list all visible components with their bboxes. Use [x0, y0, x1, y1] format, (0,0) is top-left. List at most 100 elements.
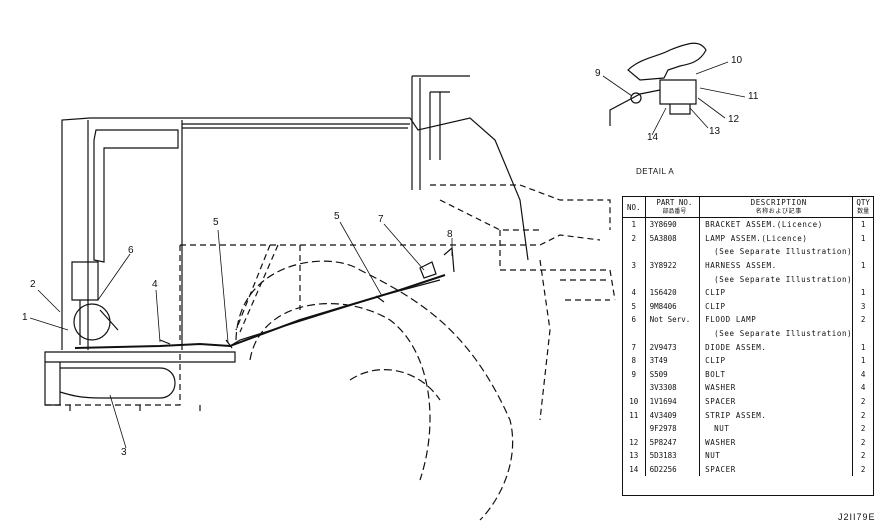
detail-callout-9: 9	[595, 68, 601, 79]
header-part-no-jp: 部品番号	[662, 208, 687, 215]
row-no: 6	[623, 313, 646, 327]
detail-callout-14: 14	[647, 132, 659, 143]
callout-2: 2	[30, 279, 36, 290]
row-part-no	[645, 272, 701, 286]
row-no	[623, 381, 646, 395]
callout-4: 4	[152, 279, 158, 290]
row-part-no: 9F2978	[645, 421, 701, 436]
callout-3: 3	[121, 447, 127, 458]
row-part-no: 3T49	[645, 353, 701, 368]
diode-assem	[419, 246, 455, 279]
row-part-no: 9M8406	[645, 299, 701, 314]
row-qty: 2	[860, 451, 866, 461]
row-description: CLIP	[699, 299, 854, 314]
row-qty: 1	[860, 288, 866, 298]
detail-a-title: DETAIL A	[636, 167, 675, 176]
row-qty: 2	[860, 424, 866, 434]
row-description: NUT	[699, 449, 854, 463]
row-description: SPACER	[699, 462, 854, 477]
cab-front-panel	[87, 120, 183, 350]
row-description: HARNESS ASSEM.	[699, 258, 854, 273]
row-qty: 1	[860, 356, 866, 366]
callout-5a: 5	[213, 217, 219, 228]
row-qty: 2	[860, 464, 866, 474]
row-description: DIODE ASSEM.	[699, 340, 854, 354]
detail-callout-13: 13	[709, 126, 721, 137]
detail-leaders	[602, 61, 746, 136]
header-no: NO.	[623, 197, 646, 218]
row-no: 4	[623, 285, 646, 300]
row-description: WASHER	[699, 381, 854, 395]
roof-pillar	[411, 75, 470, 190]
row-no	[623, 421, 646, 436]
row-no	[623, 326, 646, 341]
row-no: 7	[623, 340, 646, 354]
callout-8: 8	[447, 229, 453, 240]
cab-window	[93, 129, 179, 263]
callout-1: 1	[22, 312, 28, 323]
detail-lamp-mount	[609, 79, 697, 126]
table-row: (See Separate Illustration)	[623, 326, 873, 341]
row-description: CLIP	[699, 285, 854, 300]
figure-number: J2II79E	[838, 512, 876, 522]
row-part-no: 5A3808	[645, 231, 701, 246]
row-qty: 3	[860, 301, 866, 311]
row-no: 9	[623, 367, 646, 382]
row-no: 3	[623, 258, 646, 273]
row-qty: 1	[860, 220, 866, 230]
row-part-no	[645, 245, 701, 259]
row-description: BRACKET ASSEM.(Licence)	[699, 217, 854, 232]
wire-harness-2	[229, 279, 441, 347]
header-description-en: DESCRIPTION	[750, 198, 807, 207]
row-description: (See Separate Illustration)	[699, 326, 854, 341]
row-part-no: 1S6420	[645, 285, 701, 300]
row-part-no: 6D2256	[645, 462, 701, 477]
row-qty	[853, 272, 873, 286]
row-part-no: S509	[645, 367, 701, 382]
detail-callout-10: 10	[731, 55, 743, 66]
row-no: 13	[623, 449, 646, 463]
wheel-arc-dashed	[235, 260, 514, 521]
row-no	[623, 245, 646, 259]
row-no: 12	[623, 435, 646, 450]
row-no: 1	[623, 217, 646, 232]
row-no: 14	[623, 462, 646, 477]
detail-hand-bracket	[627, 42, 707, 81]
bumper	[59, 367, 176, 399]
row-description: CLIP	[699, 353, 854, 368]
tire-dashed	[249, 303, 441, 481]
row-qty: 2	[860, 410, 866, 420]
table-row: (See Separate Illustration)	[623, 245, 873, 259]
row-part-no: 4V3409	[645, 408, 701, 422]
row-part-no: 5D3183	[645, 449, 701, 463]
row-part-no: 1V1694	[645, 394, 701, 409]
detail-callout-12: 12	[728, 114, 740, 125]
row-qty: 4	[860, 383, 866, 393]
row-part-no: 2V9473	[645, 340, 701, 354]
lamp-bracket	[71, 261, 119, 345]
row-description: LAMP ASSEM.(Licence)	[699, 231, 854, 246]
row-no: 2	[623, 231, 646, 246]
row-qty: 1	[860, 342, 866, 352]
row-description: NUT	[699, 421, 854, 436]
header-qty-en: QTY	[856, 198, 870, 207]
row-qty: 1	[860, 233, 866, 243]
row-description: WASHER	[699, 435, 854, 450]
counterweight	[45, 352, 201, 412]
row-qty: 1	[860, 261, 866, 271]
row-no	[623, 272, 646, 286]
header-part-no-en: PART NO.	[656, 198, 693, 207]
row-part-no: 3Y8922	[645, 258, 701, 273]
